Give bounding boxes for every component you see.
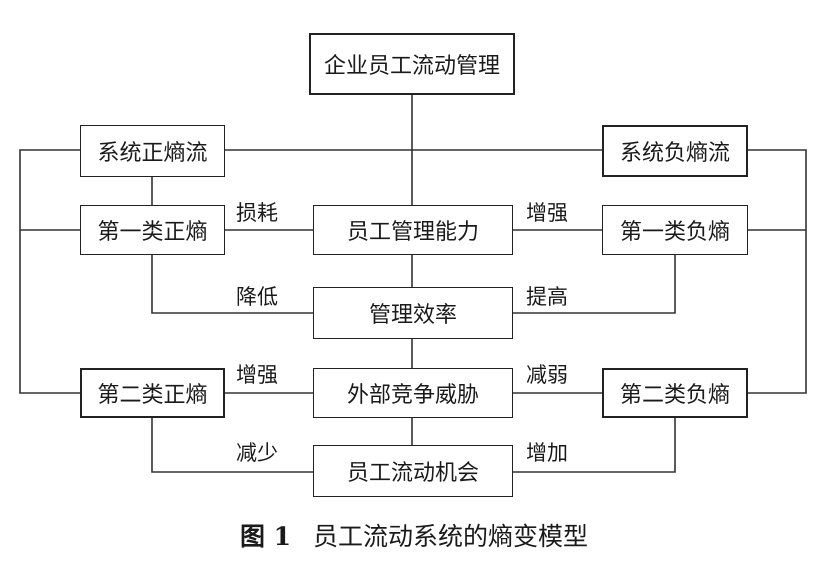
label-increase: 增加 xyxy=(526,441,568,465)
node-left-type2: 第二类正熵 xyxy=(80,368,225,418)
node-left-type1: 第一类正熵 xyxy=(80,205,225,255)
figure-number: 图 1 xyxy=(239,522,292,551)
node-right-negative-flow: 系统负熵流 xyxy=(602,125,748,177)
node-right-type2: 第二类负熵 xyxy=(602,368,748,418)
node-center-efficiency: 管理效率 xyxy=(313,287,513,339)
node-top: 企业员工流动管理 xyxy=(309,33,515,95)
figure-caption: 图 1 员工流动系统的熵变模型 xyxy=(0,517,828,553)
label-enhance-top: 增强 xyxy=(526,201,568,225)
figure-title: 员工流动系统的熵变模型 xyxy=(313,522,589,551)
label-reduce: 降低 xyxy=(236,285,278,309)
decrease-line xyxy=(151,418,313,473)
left-outer-bracket xyxy=(19,149,80,394)
label-enhance-left: 增强 xyxy=(236,363,278,387)
node-center-capability: 员工管理能力 xyxy=(313,205,513,255)
label-weaken: 减弱 xyxy=(526,363,568,387)
node-left-positive-flow: 系统正熵流 xyxy=(80,125,225,177)
node-right-type1: 第一类负熵 xyxy=(602,205,748,255)
label-loss: 损耗 xyxy=(236,201,278,225)
right-outer-bracket xyxy=(748,149,807,394)
node-center-threat: 外部竞争威胁 xyxy=(313,368,513,418)
label-improve: 提高 xyxy=(526,285,568,309)
reduce-line xyxy=(151,255,313,314)
label-decrease: 减少 xyxy=(236,441,278,465)
node-center-opportunity: 员工流动机会 xyxy=(313,445,513,497)
increase-line xyxy=(513,418,676,473)
improve-line xyxy=(513,255,676,314)
